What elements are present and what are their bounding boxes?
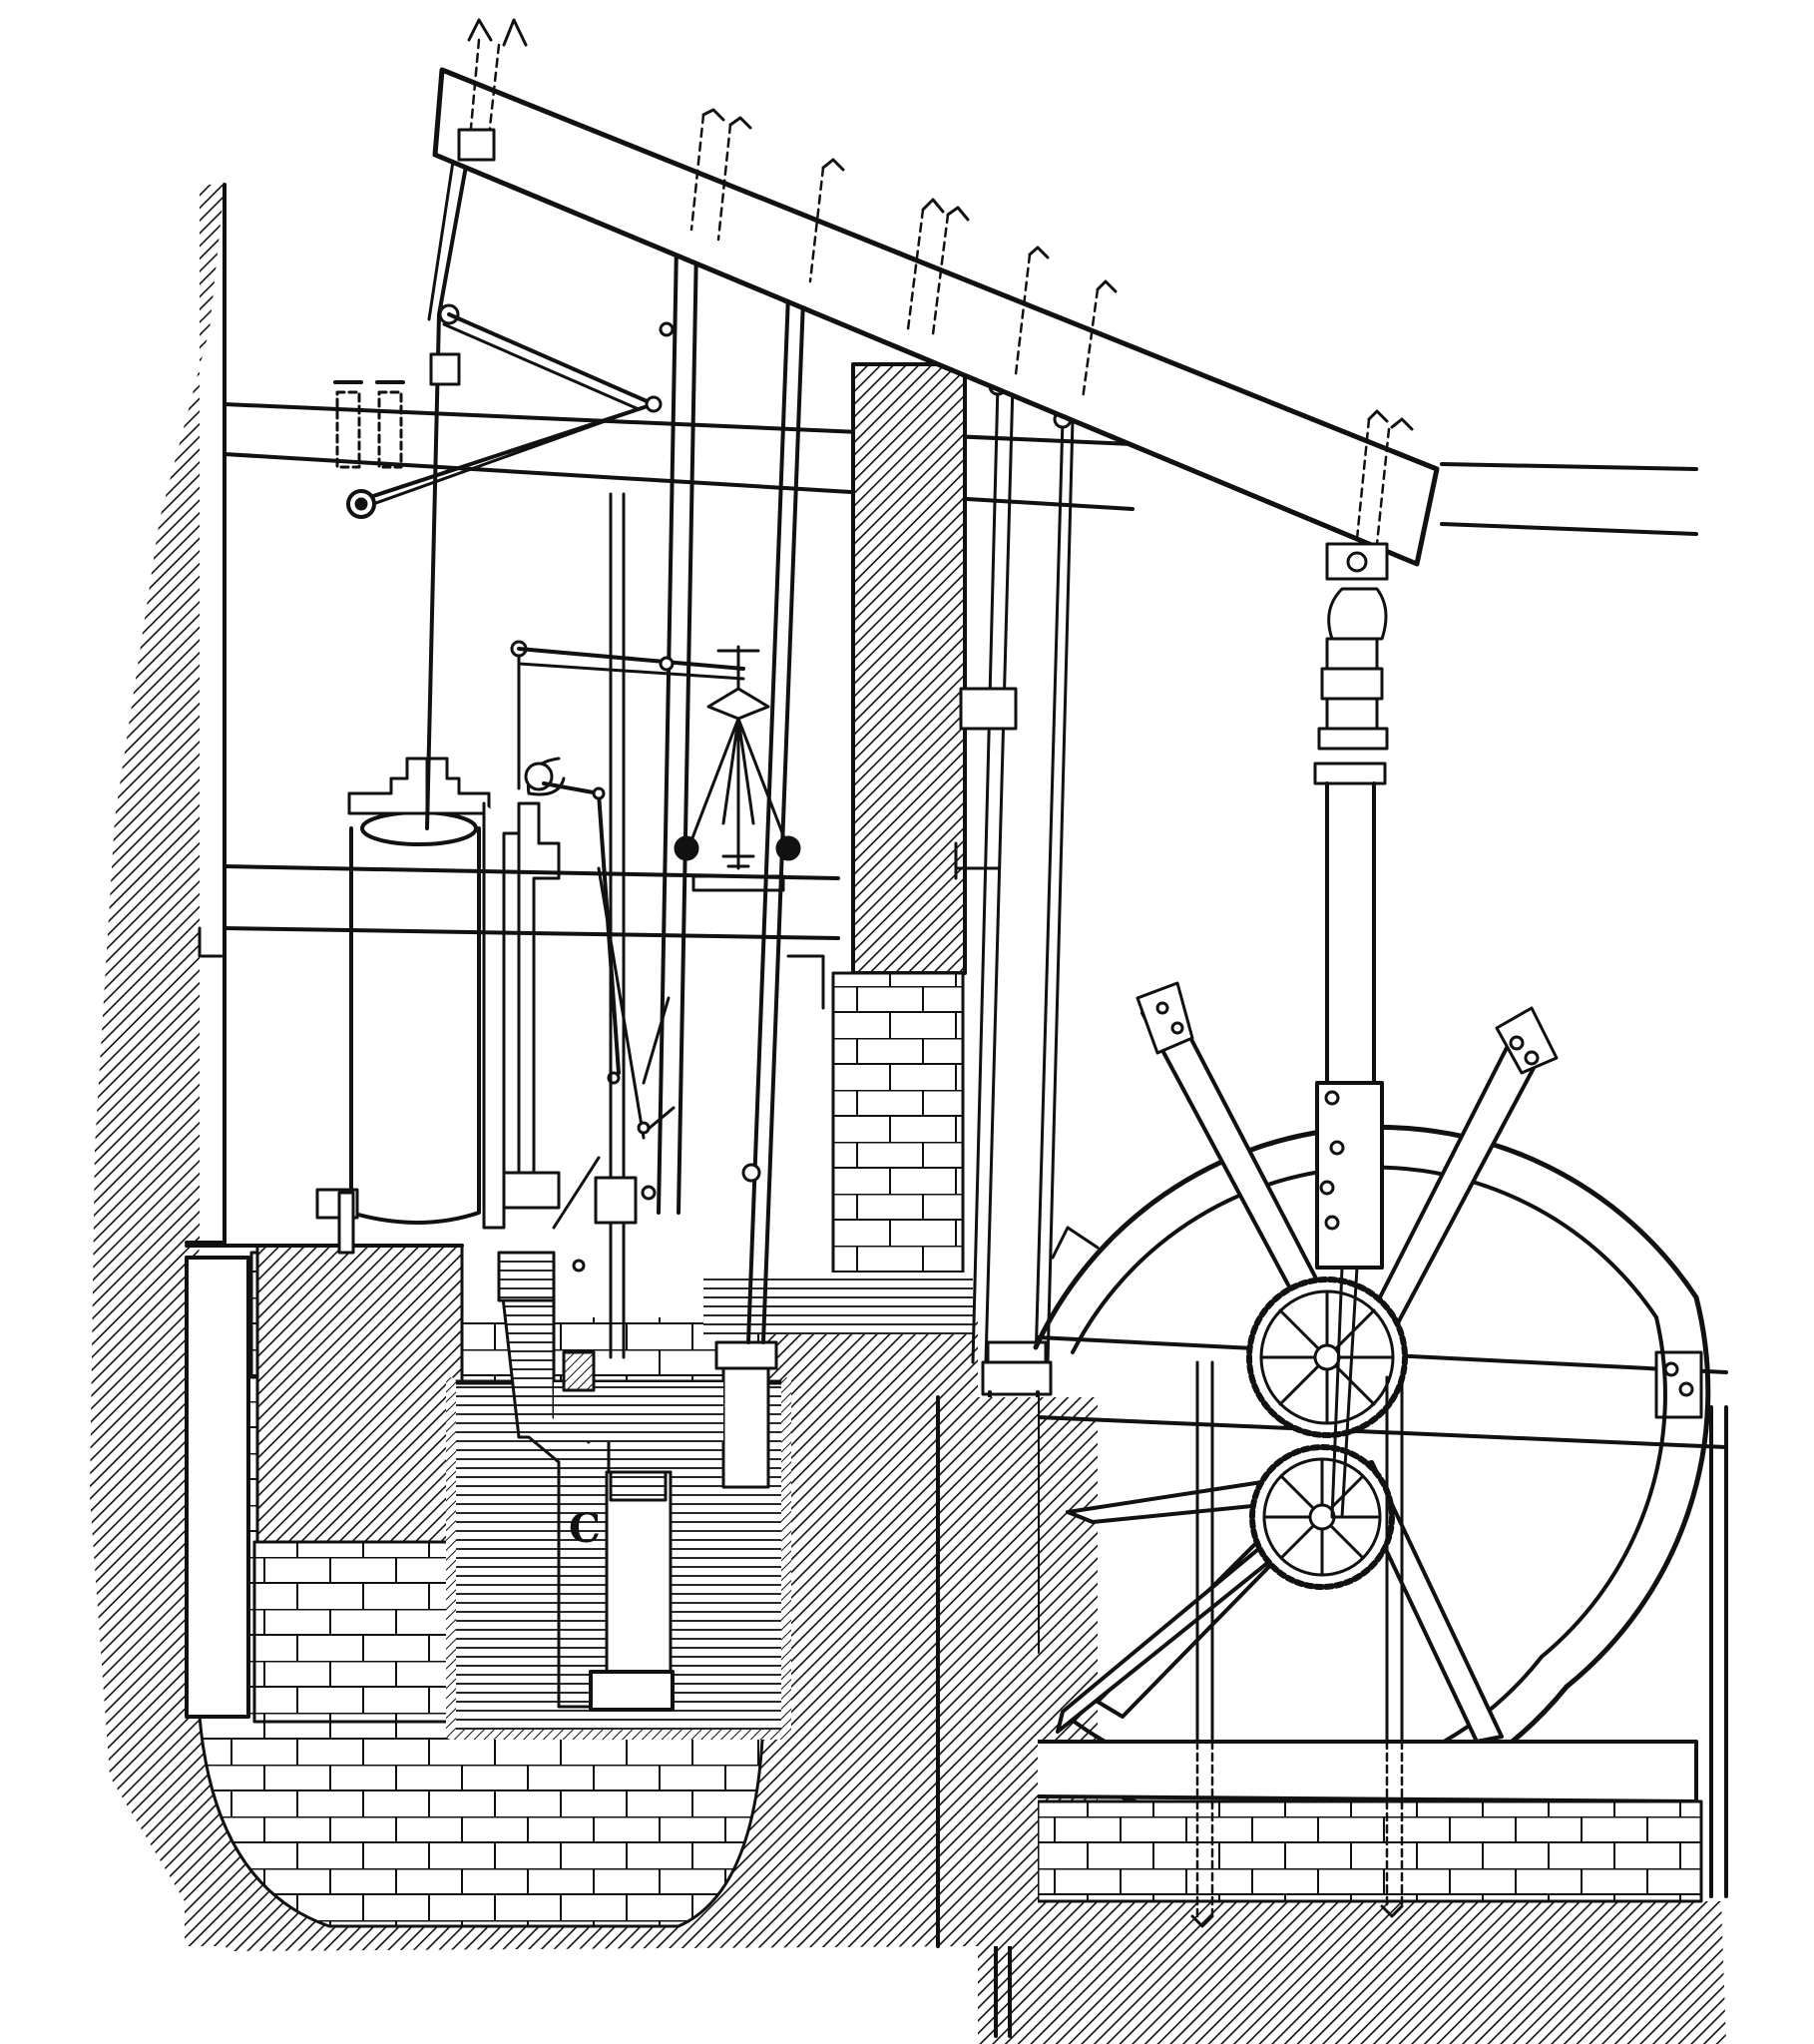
left-block	[185, 1244, 466, 1724]
right-pit	[936, 1395, 1038, 1948]
middle-rafter	[198, 864, 840, 1010]
sun-and-planet-gears	[1246, 1277, 1408, 1590]
beam	[432, 18, 1440, 581]
brick-pillar	[703, 362, 973, 1334]
left-wall	[90, 183, 229, 1946]
condenser-label: C	[569, 1505, 601, 1552]
parallel-motion	[346, 148, 663, 830]
connecting-rod	[1313, 587, 1389, 1519]
condenser: C	[497, 1261, 675, 1712]
steam-pipe	[482, 801, 596, 1392]
upper-rafter	[223, 380, 1698, 536]
pump-rods	[594, 235, 805, 1359]
air-pump	[554, 1340, 778, 1489]
cylinder	[315, 757, 491, 1255]
flywheel-stand	[1036, 1360, 1703, 1928]
